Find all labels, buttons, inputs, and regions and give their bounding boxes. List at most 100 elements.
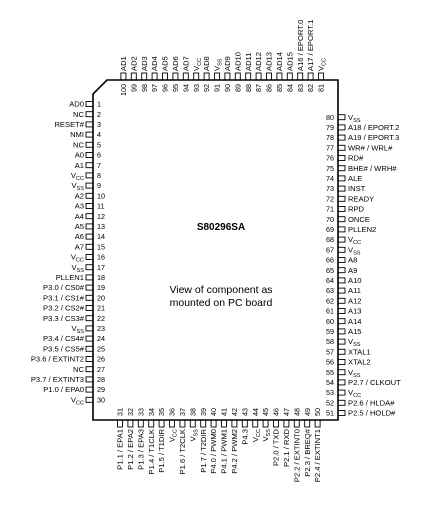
- pin-85-number: 85: [275, 84, 284, 92]
- pin-36-lead: [169, 419, 175, 428]
- pin-40-lead: [210, 419, 217, 428]
- pin-91-number: 91: [213, 84, 222, 92]
- pin-12-number: 12: [97, 212, 105, 221]
- pin-36-label-vcc: VCC: [168, 429, 179, 442]
- pin-46-label-p2-0-txd: P2.0 / TXD: [272, 428, 281, 466]
- pin-7-label-a1: A1: [75, 161, 84, 170]
- pin-17-label-vss: VSS: [71, 263, 84, 274]
- pin-3-label-reset: RESET#: [54, 120, 84, 129]
- pin-53-lead: [337, 389, 346, 396]
- pin-93-label-vcc: VCC: [192, 58, 203, 71]
- pin-25-label-p3-5-cs5: P3.5 / CS5#: [43, 344, 85, 353]
- pin-24-number: 24: [97, 334, 105, 343]
- pin-61-number: 61: [326, 307, 334, 316]
- pin-15-number: 15: [97, 242, 105, 251]
- pin-94-number: 94: [181, 84, 190, 92]
- pin-23-lead: [85, 325, 94, 332]
- pin-41-label-p4-1-pwm1: P4.1 / PWM1: [220, 429, 229, 474]
- pin-43-number: 43: [240, 408, 249, 416]
- pin-20-number: 20: [97, 293, 105, 302]
- pin-46-lead: [273, 419, 279, 428]
- pin-80-label-vss: VSS: [348, 113, 361, 124]
- pin-97-number: 97: [150, 84, 159, 92]
- pin-74-lead: [337, 175, 346, 182]
- pin-88-number: 88: [244, 84, 253, 92]
- pin-59-lead: [337, 328, 346, 335]
- pin-45-label-vss: VSS: [261, 429, 272, 442]
- pin-70-number: 70: [326, 215, 334, 224]
- pin-39-label-p1-7-t2dir: P1.7 / T2DIR: [199, 428, 208, 472]
- pin-58-label-vss: VSS: [348, 337, 361, 348]
- pin-76-label-rd: RD#: [348, 154, 364, 163]
- pin-51-number: 51: [326, 409, 334, 418]
- pin-43-lead: [241, 419, 248, 428]
- pin-51-label-p2-5-hold: P2.5 / HOLD#: [348, 409, 396, 418]
- pin-91-label-vss: VSS: [213, 58, 224, 71]
- pin-6-lead: [85, 152, 94, 158]
- pin-79-label-a18-eport-2: A18 / EPORT.2: [348, 123, 399, 132]
- pin-58-lead: [337, 338, 346, 345]
- pin-19-lead: [85, 284, 94, 291]
- pin-81-lead: [318, 72, 324, 81]
- pin-72-number: 72: [326, 194, 334, 203]
- pin-98-label-ad3: AD3: [140, 56, 149, 71]
- pin-55-number: 55: [326, 368, 334, 377]
- pin-100-number: 100: [119, 84, 128, 96]
- pin-22-number: 22: [97, 314, 105, 323]
- pin-68-label-vcc: VCC: [348, 235, 361, 246]
- pin-31-number: 31: [116, 408, 125, 416]
- pin-90-number: 90: [223, 84, 232, 92]
- pin-50-number: 50: [313, 408, 322, 416]
- pin-89-lead: [234, 72, 241, 81]
- pin-66-label-a8: A8: [348, 256, 357, 265]
- pin-50-label-p2-4-extint1: P2.4 / EXTINT1: [313, 429, 322, 482]
- pin-100-lead: [120, 72, 127, 81]
- pin-86-number: 86: [265, 84, 274, 92]
- pin-24-label-p3-4-cs4: P3.4 / CS4#: [43, 334, 85, 343]
- pin-39-number: 39: [199, 408, 208, 416]
- pin-5-lead: [85, 141, 94, 148]
- pin-92-label-ad8: AD8: [202, 56, 211, 71]
- pin-8-label-vcc: VCC: [71, 171, 84, 182]
- pin-48-lead: [293, 419, 300, 428]
- pin-41-lead: [221, 419, 227, 428]
- pin-44-label-vcc: VCC: [251, 429, 262, 442]
- pin-29-label-p1-0-epa0: P1.0 / EPA0: [43, 385, 84, 394]
- pin-83-number: 83: [296, 84, 305, 92]
- pin-89-number: 89: [233, 84, 242, 92]
- pin-3-number: 3: [97, 120, 101, 129]
- pin-92-number: 92: [202, 84, 211, 92]
- pin-99-number: 99: [129, 84, 138, 92]
- pin-27-lead: [85, 366, 94, 373]
- pin-6-label-a0: A0: [75, 151, 84, 160]
- pin-67-number: 67: [326, 245, 334, 254]
- pin-71-lead: [337, 206, 346, 212]
- pin-17-lead: [85, 264, 94, 271]
- pin-87-label-ad12: AD12: [254, 52, 263, 71]
- pin-74-number: 74: [326, 174, 334, 183]
- pin-99-lead: [130, 72, 137, 81]
- pin-79-lead: [337, 124, 346, 131]
- pin-27-label-nc: NC: [73, 365, 84, 374]
- pin-94-label-ad7: AD7: [181, 56, 190, 71]
- pins-layer: [85, 72, 346, 428]
- chip-part-number: S80296SA: [197, 222, 245, 233]
- pin-2-label-nc: NC: [73, 110, 84, 119]
- pin-24-lead: [85, 335, 94, 342]
- pin-21-number: 21: [97, 304, 105, 313]
- pin-31-lead: [117, 419, 123, 428]
- pin-33-lead: [137, 419, 144, 428]
- pin-75-lead: [337, 165, 346, 172]
- pin-15-label-a7: A7: [75, 242, 84, 251]
- pin-81-label-vcc: VCC: [317, 58, 328, 71]
- pin-60-number: 60: [326, 317, 334, 326]
- pin-69-label-pllen2: PLLEN2: [348, 225, 376, 234]
- pin-45-lead: [262, 419, 269, 428]
- pin-20-label-p3-1-cs1: P3.1 / CS1#: [43, 293, 85, 302]
- pin-80-lead: [337, 114, 346, 121]
- pin-7-lead: [85, 162, 94, 169]
- pin-55-label-vss: VSS: [348, 368, 361, 379]
- pin-84-label-ad15: AD15: [285, 52, 294, 71]
- pin-35-number: 35: [157, 408, 166, 416]
- pin-45-number: 45: [261, 408, 270, 416]
